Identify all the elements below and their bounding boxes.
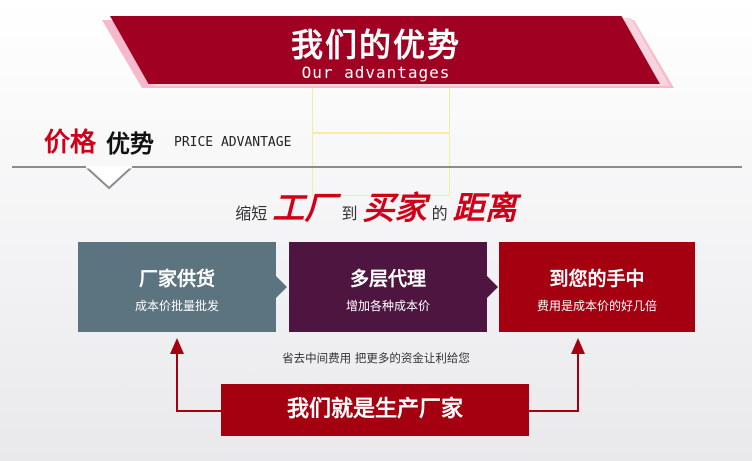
- right-arrow-line: [529, 352, 579, 412]
- step-title: 多层代理: [349, 268, 426, 290]
- section-title-red: 价格: [44, 128, 97, 158]
- slogan: 缩短 工厂 到 买家 的 距离: [0, 183, 752, 229]
- step-title: 厂家供货: [138, 268, 215, 290]
- step-subtitle: 费用是成本价的好几倍: [536, 299, 657, 313]
- step-multi-agent: 多层代理 增加各种成本价: [289, 242, 487, 332]
- arrow-up-icon: [170, 338, 184, 354]
- step-title: 到您的手中: [549, 268, 645, 290]
- savings-note: 省去中间费用 把更多的资金让利给您: [282, 351, 470, 365]
- manufacturer-label: 我们就是生产厂家: [221, 384, 529, 436]
- slogan-keyword: 买家: [362, 189, 427, 227]
- step-to-you: 到您的手中 费用是成本价的好几倍: [499, 242, 695, 332]
- divider-notch: [86, 166, 132, 190]
- step-subtitle: 成本价批量批发: [134, 299, 219, 313]
- section-title-en: PRICE ADVANTAGE: [174, 135, 292, 150]
- step-subtitle: 增加各种成本价: [345, 299, 430, 313]
- section-title-black: 优势: [106, 130, 154, 158]
- left-arrow-line: [176, 352, 221, 412]
- guide-line: [312, 132, 450, 134]
- slogan-part: 的: [431, 204, 448, 223]
- slogan-keyword: 距离: [452, 189, 517, 227]
- section-divider: [12, 166, 742, 168]
- slogan-keyword: 工厂: [272, 189, 337, 227]
- banner-subtitle: Our advantages: [301, 63, 451, 82]
- banner-title: 我们的优势: [290, 26, 461, 64]
- arrow-up-icon: [571, 338, 585, 354]
- step-factory-supply: 厂家供货 成本价批量批发: [78, 242, 276, 332]
- slogan-part: 到: [341, 204, 358, 223]
- header-banner: [110, 16, 660, 84]
- chevron-right-icon: [487, 276, 498, 298]
- chevron-right-icon: [276, 276, 287, 298]
- slogan-part: 缩短: [235, 204, 268, 223]
